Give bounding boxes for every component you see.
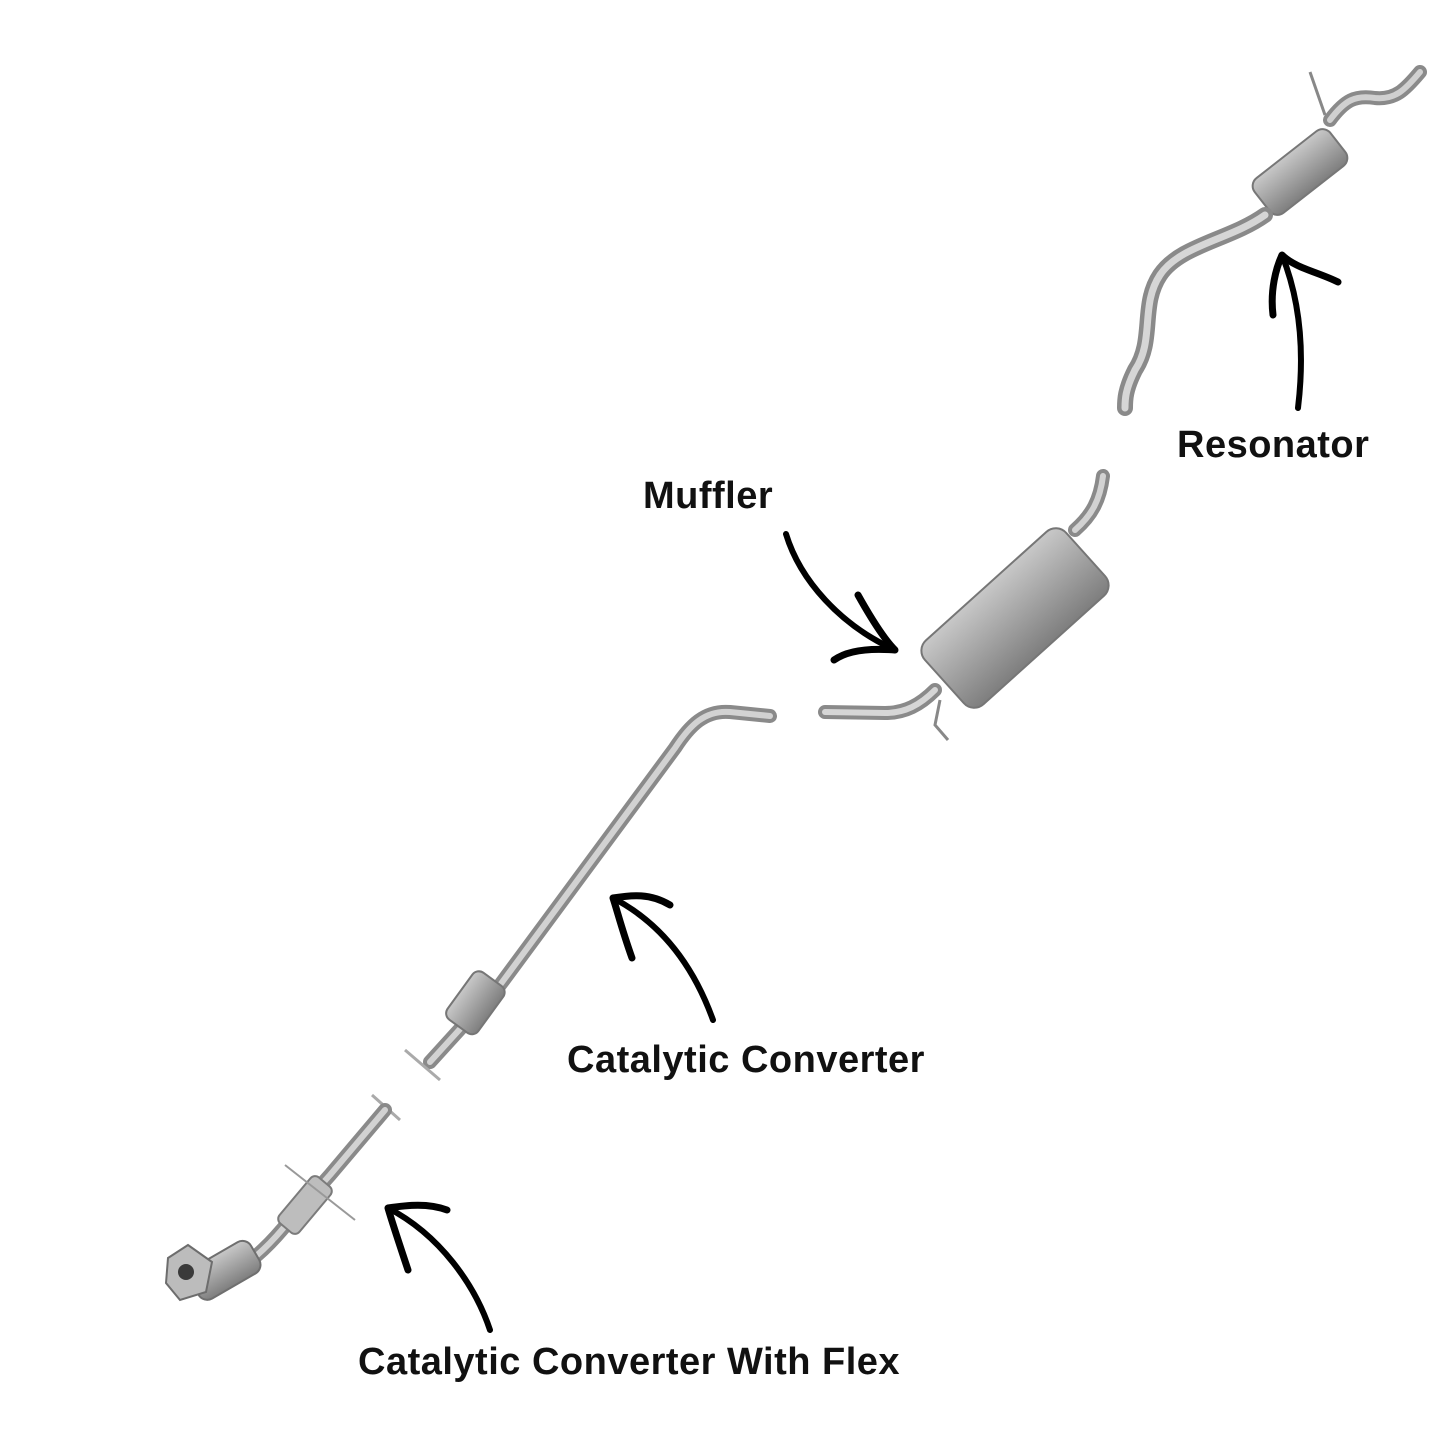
catalytic-converter-flex-label: Catalytic Converter With Flex [358,1341,900,1383]
muffler-section [818,469,1110,741]
catalytic-converter-flex-section [164,1093,401,1302]
resonator-label: Resonator [1177,424,1369,466]
resonator-arrow [1268,251,1342,411]
catalytic-converter-arrow [609,892,716,1023]
resonator-section [1117,65,1427,416]
catalytic-converter-label: Catalytic Converter [567,1039,925,1081]
catalytic-converter-section [404,704,777,1082]
catalytic-converter-flex-arrow [384,1201,493,1333]
muffler-arrow [783,531,899,664]
muffler-label: Muffler [643,475,773,517]
